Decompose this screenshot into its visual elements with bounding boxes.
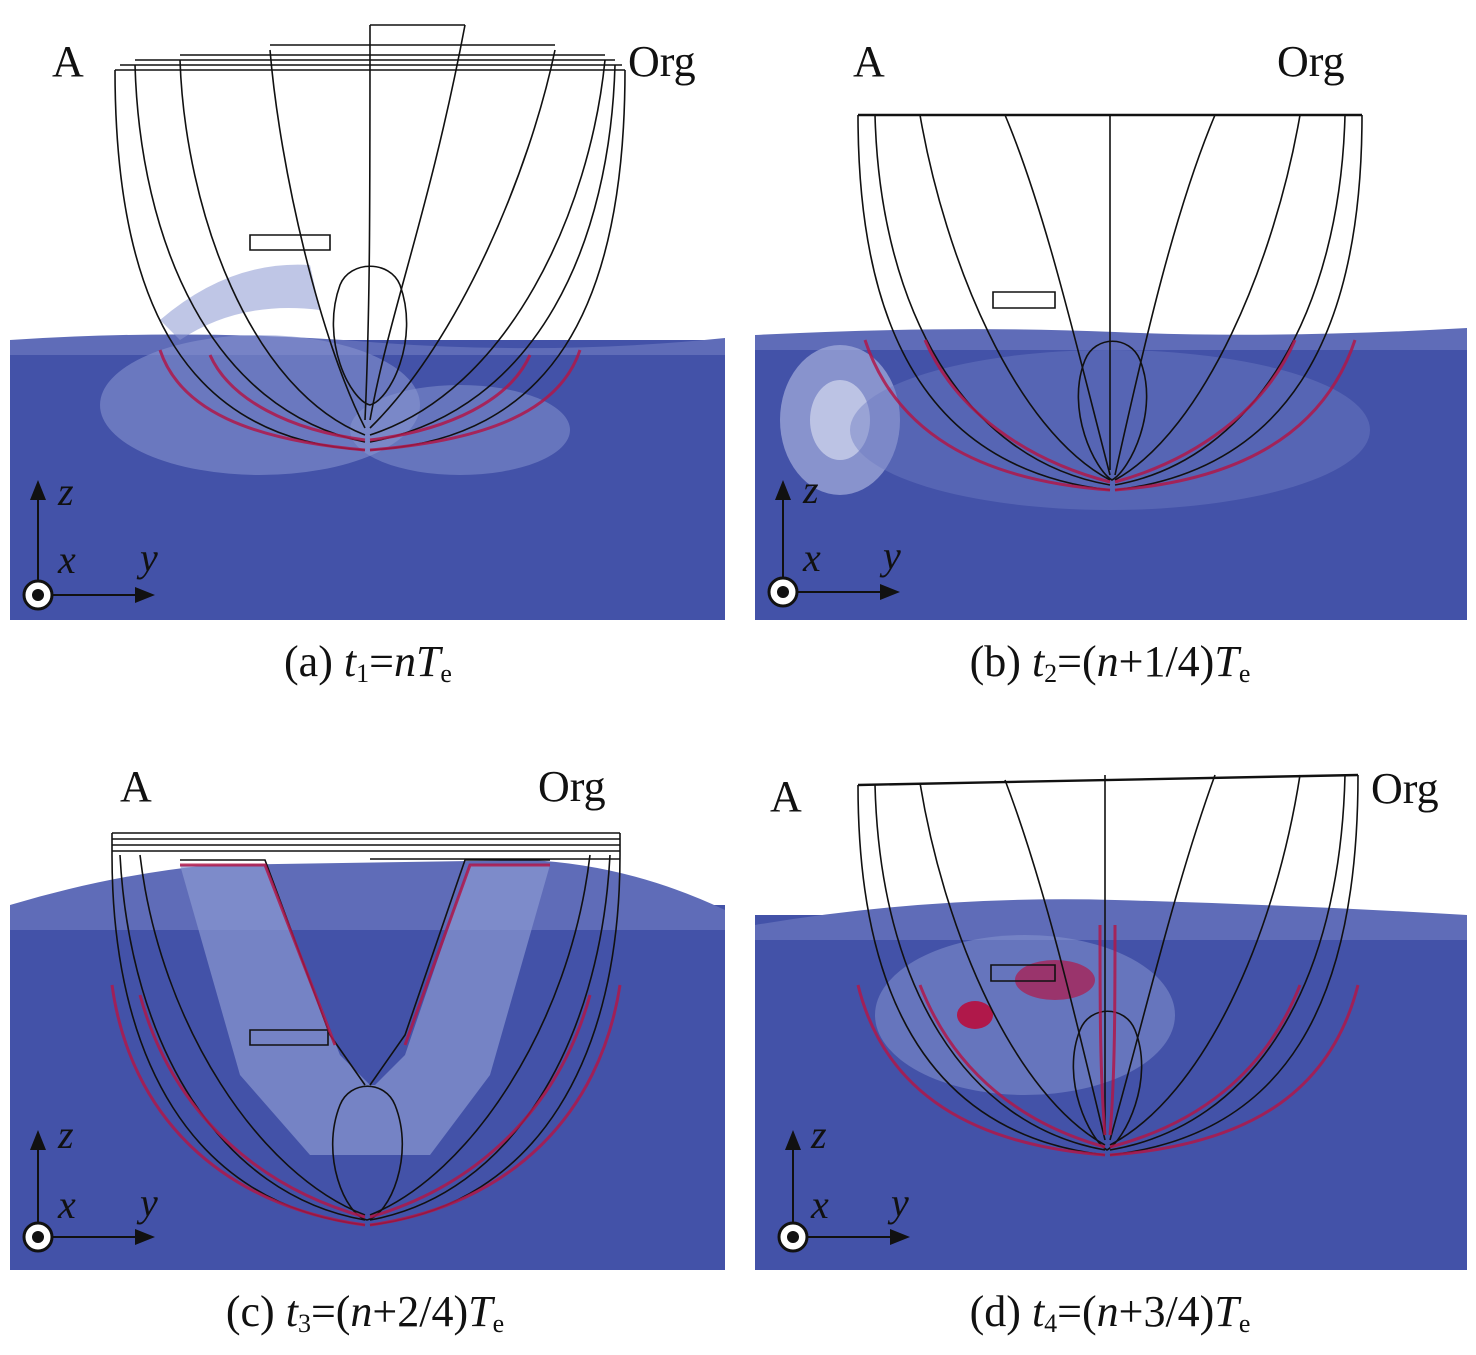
panel-b: A Org z x y [755, 10, 1467, 620]
axis-y-label: y [140, 535, 158, 580]
axis-y-label: y [883, 533, 901, 578]
panel-d: A Org z x y [755, 755, 1467, 1270]
axis-x-label: x [58, 537, 76, 582]
axis-y-label: y [140, 1180, 158, 1225]
axis-x-label: x [803, 535, 821, 580]
panel-c: A Org z x y [10, 755, 725, 1270]
panel-d-label-right: Org [1371, 764, 1439, 813]
axis-z-label: z [811, 1112, 827, 1157]
caption-c: (c) t3=(n+2/4)Te [225, 1287, 505, 1338]
hull-section-b [755, 113, 1467, 620]
axis-z-label: z [58, 469, 74, 514]
hull-section-c [10, 832, 725, 1270]
axis-z-label: z [58, 1112, 74, 1157]
caption-d: (d) t4=(n+3/4)Te [969, 1287, 1251, 1338]
hull-section-d [755, 773, 1467, 1270]
axis-x-label: x [811, 1182, 829, 1227]
axis-z-label: z [803, 467, 819, 512]
caption-b: (b) t2=(n+1/4)Te [969, 637, 1251, 688]
panel-a-label-right: Org [628, 37, 696, 86]
panel-d-label-left: A [770, 772, 802, 821]
hull-section-a [10, 24, 725, 620]
panel-a: A Org z x y [10, 10, 725, 620]
panel-b-label-left: A [853, 37, 885, 86]
panel-a-label-left: A [52, 37, 84, 86]
panel-b-label-right: Org [1277, 37, 1345, 86]
axis-y-label: y [891, 1180, 909, 1225]
panel-c-label-left: A [120, 762, 152, 811]
panel-c-label-right: Org [538, 762, 606, 811]
caption-a: (a) t1=nTe [284, 637, 452, 688]
axis-x-label: x [58, 1182, 76, 1227]
